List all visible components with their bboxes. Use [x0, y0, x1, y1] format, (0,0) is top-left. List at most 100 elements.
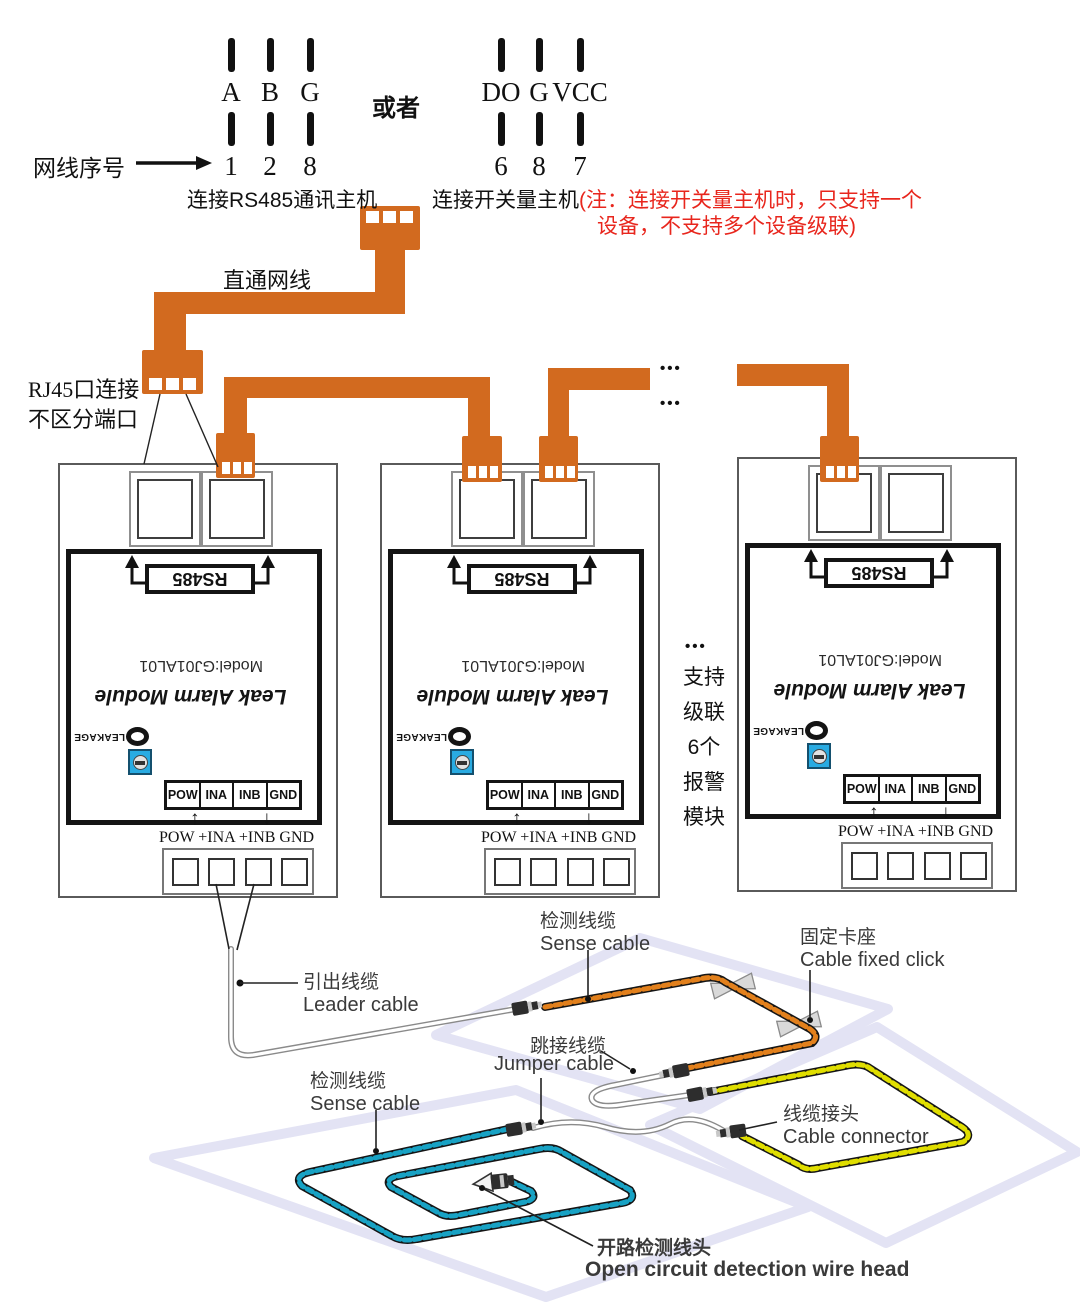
leak-alarm-module-1: RS485 Model:GJ01AL01 Leak Alarm Module L… — [58, 463, 338, 898]
leakage-led — [126, 727, 149, 746]
pin-name: B — [260, 77, 279, 107]
fixed-click-label-en: Cable fixed click — [800, 949, 945, 971]
rs485-arrow-right-icon — [255, 555, 275, 585]
cable-connector-label: 线缆接头 Cable connector — [783, 1099, 929, 1149]
pin-number: 6 — [494, 151, 508, 181]
terminal-hole — [960, 852, 987, 880]
leader-cable-label-en: Leader cable — [303, 994, 419, 1016]
leak-alarm-module-3: RS485 Model:GJ01AL01 Leak Alarm Module L… — [737, 457, 1017, 892]
pin-dash — [227, 38, 235, 72]
module-model-label: Model:GJ01AL01 — [818, 651, 942, 668]
pin-number: 7 — [573, 151, 587, 181]
arrow-up-icon: ↑ — [869, 802, 879, 823]
terminal-hole — [887, 852, 914, 880]
rs485-port-label: RS485 — [467, 564, 577, 594]
module-panel — [388, 549, 644, 825]
pin-dash — [227, 112, 235, 146]
pin-dash — [497, 38, 505, 72]
pin-number: 1 — [224, 151, 238, 181]
cable-connector-label-en: Cable connector — [783, 1126, 929, 1148]
terminal-block — [162, 848, 314, 895]
terminal-ina: INA — [880, 777, 913, 801]
cable-connector-joint — [505, 1121, 537, 1137]
rs485-arrow-left-icon — [804, 549, 824, 579]
wire-head-label-zh: 开路检测线头 — [597, 1238, 712, 1259]
pin-column-g2: G 8 — [511, 38, 567, 182]
terminal-hole — [245, 858, 272, 886]
pin-dash — [576, 112, 584, 146]
leader-cable-label-zh: 引出线缆 — [303, 972, 380, 993]
terminal-gnd: GND — [591, 788, 620, 802]
rs485-arrow-left-icon — [447, 555, 467, 585]
cable-series-label: 网线序号 — [33, 155, 125, 181]
rj45-port-inner — [531, 479, 587, 539]
pin-dash — [535, 38, 543, 72]
rj45-port — [880, 465, 952, 541]
rj45-plug — [142, 350, 203, 394]
rj45-port — [201, 471, 273, 547]
terminal-hole — [494, 858, 521, 886]
sense-cable-label-2: 检测线缆 Sense cable — [310, 1066, 420, 1116]
terminal-hole — [172, 858, 199, 886]
jumper-cable-1 — [588, 1072, 700, 1109]
terminal-ina: INA — [523, 783, 556, 807]
terminal-ina: INA — [201, 783, 234, 807]
terminal-gnd: GND — [269, 788, 298, 802]
rj45-port — [129, 471, 201, 547]
or-label: 或者 — [372, 95, 420, 122]
terminal-hole — [851, 852, 878, 880]
ellipsis-dots: ••• — [660, 395, 682, 412]
arrow-down-icon: ↓ — [584, 808, 594, 829]
cable-fixed-clip — [775, 1010, 823, 1038]
switch-host-note-line2: 设备，不支持多个设备级联) — [597, 215, 856, 238]
jumper-cable-2 — [530, 1116, 727, 1135]
cable-connector-joint — [715, 1123, 747, 1139]
terminal-hole — [281, 858, 308, 886]
rj45-port-inner — [816, 473, 872, 533]
sensitivity-potentiometer — [450, 749, 474, 775]
terminal-strip: POW INA INB GND — [164, 780, 302, 810]
terminal-hole — [530, 858, 557, 886]
pin-number: 8 — [303, 151, 317, 181]
rj45-port-inner — [459, 479, 515, 539]
pin-number: 2 — [263, 151, 277, 181]
rs485-host-caption: 连接RS485通讯主机 — [187, 189, 378, 212]
leakage-led — [448, 727, 471, 746]
screw-icon — [455, 755, 470, 770]
pin-number: 8 — [532, 151, 546, 181]
module-name-label: Leak Alarm Module — [416, 685, 609, 708]
ellipsis-dots: ••• — [660, 360, 682, 377]
arrow-down-icon: ↓ — [941, 802, 951, 823]
terminal-gnd: GND — [948, 782, 977, 796]
rj45-port — [808, 465, 880, 541]
arrow-down-icon: ↓ — [262, 808, 272, 829]
module-name-label: Leak Alarm Module — [773, 679, 966, 702]
terminal-row-label: POW +INA +INB GND — [838, 823, 994, 840]
terminal-hole — [924, 852, 951, 880]
fixed-click-label-zh: 固定卡座 — [800, 927, 877, 948]
pin-dash — [266, 112, 274, 146]
cable-connector-joint — [511, 1000, 543, 1016]
screw-icon — [133, 755, 148, 770]
cable-connector-joint — [658, 1063, 690, 1079]
arrow-up-icon: ↑ — [190, 808, 200, 829]
sense-cable-label-en: Sense cable — [540, 933, 651, 955]
pin-dash — [266, 38, 274, 72]
module-model-label: Model:GJ01AL01 — [139, 657, 263, 674]
sense-cable-label-zh: 检测线缆 — [310, 1071, 387, 1092]
pin-column-a: A 1 — [203, 38, 259, 182]
leak-alarm-module-2: RS485 Model:GJ01AL01 Leak Alarm Module L… — [380, 463, 660, 898]
terminal-pow: POW — [167, 783, 201, 807]
cascade-note-line: 支持 — [683, 666, 725, 689]
pin-column-g: G 8 — [282, 38, 338, 182]
rj45-plug-pins — [149, 211, 856, 478]
pin-name: G — [300, 77, 320, 107]
sensitivity-potentiometer — [807, 743, 831, 769]
rj45-port-inner — [137, 479, 193, 539]
ellipsis-dots: ••• — [685, 638, 707, 655]
teal-sense-cable — [294, 1125, 637, 1244]
rj45-port-inner — [209, 479, 265, 539]
rj45-port — [451, 471, 523, 547]
terminal-row-label: POW +INA +INB GND — [481, 829, 637, 846]
wire-head-label-en: Open circuit detection wire head — [585, 1258, 910, 1281]
